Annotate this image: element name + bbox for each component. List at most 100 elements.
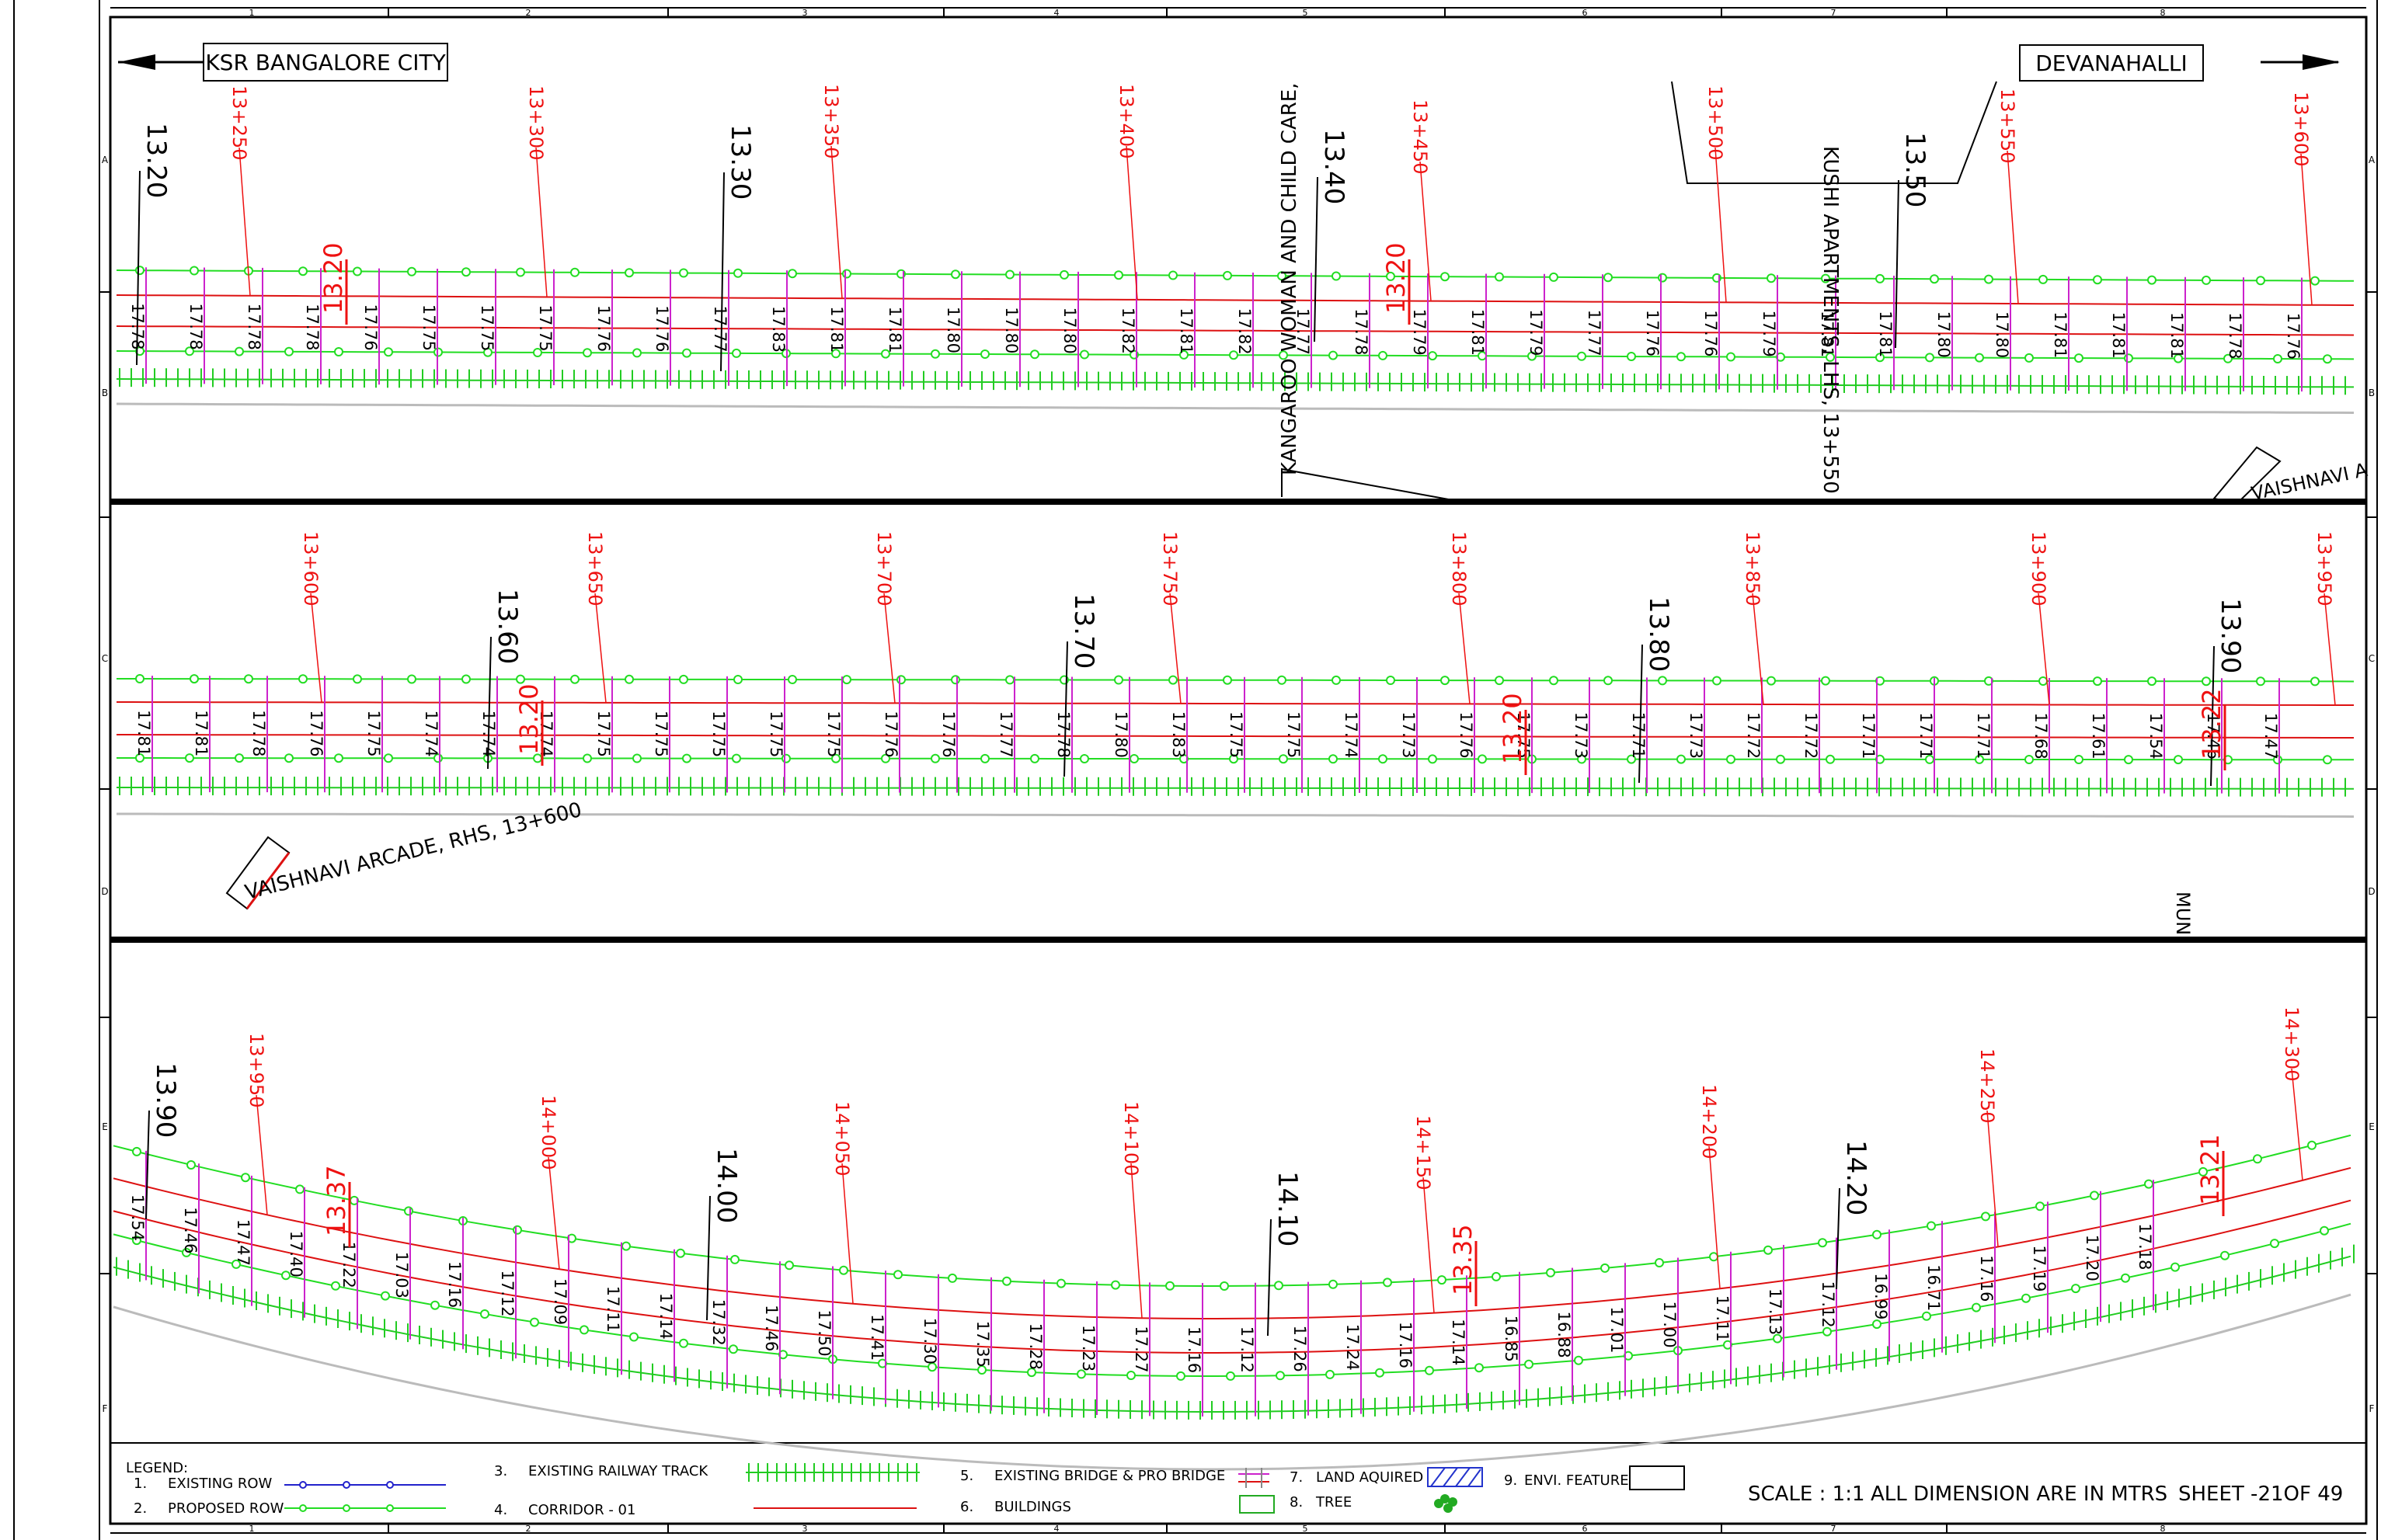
legend-item-4-label: CORRIDOR - 01 bbox=[528, 1502, 635, 1518]
corridor-line bbox=[113, 1199, 2351, 1354]
row-marker bbox=[1111, 1280, 1120, 1290]
elevation-label: 16.88 bbox=[1554, 1312, 1573, 1358]
row-marker bbox=[676, 1248, 685, 1258]
legend-item-7-num: 7. bbox=[1290, 1469, 1303, 1486]
row-marker bbox=[2202, 676, 2211, 687]
row-marker bbox=[1080, 349, 1089, 360]
km-marker-line bbox=[2210, 645, 2215, 787]
direction-left: KSR BANGALORE CITY bbox=[118, 43, 448, 82]
elevation-label: 17.47 bbox=[234, 1219, 252, 1266]
legend-item-1-label: EXISTING ROW bbox=[168, 1476, 273, 1492]
elevation-label: 17.46 bbox=[2204, 713, 2223, 760]
row-marker bbox=[461, 267, 471, 277]
elevation-label: 17.19 bbox=[2030, 1245, 2049, 1291]
elevation-label: 17.46 bbox=[762, 1305, 781, 1351]
chainage-leader bbox=[2007, 150, 2019, 304]
elevation-label: 17.81 bbox=[1818, 311, 1836, 357]
km-marker-label: 13.20 bbox=[141, 123, 172, 198]
row-marker bbox=[298, 674, 308, 684]
row-marker bbox=[2253, 1154, 2262, 1164]
row-marker bbox=[2220, 1250, 2230, 1260]
row-marker bbox=[1229, 754, 1238, 764]
row-marker bbox=[430, 1300, 440, 1310]
row-marker bbox=[284, 753, 294, 763]
row-marker bbox=[1328, 1279, 1338, 1289]
row-marker bbox=[1325, 1369, 1335, 1379]
elevation-label: 17.75 bbox=[652, 711, 670, 757]
feature-label-kangaroo: KANGAROO WOMAN AND CHILD CARE, bbox=[1278, 83, 1301, 476]
row-marker bbox=[842, 269, 851, 279]
grid-row-label: A bbox=[2369, 155, 2376, 165]
grid-column-label: 1 bbox=[249, 8, 255, 18]
elevation-label: 17.74 bbox=[422, 711, 440, 757]
grid-column-label: 6 bbox=[1582, 8, 1588, 18]
row-marker bbox=[1425, 1365, 1434, 1375]
row-marker bbox=[1005, 675, 1015, 685]
grid-column-label: 1 bbox=[249, 1524, 255, 1534]
chainage-label: 14+200 bbox=[1698, 1084, 1720, 1159]
railway-track-line bbox=[113, 1255, 2351, 1413]
elevation-label: 17.72 bbox=[1801, 712, 1820, 759]
row-marker bbox=[135, 753, 144, 763]
elevation-label: 17.75 bbox=[1514, 712, 1533, 759]
row-marker bbox=[1002, 1276, 1011, 1286]
row-marker bbox=[1220, 1281, 1229, 1291]
row-marker bbox=[1527, 351, 1537, 361]
grid-row-label: B bbox=[2369, 388, 2375, 398]
row-marker bbox=[785, 1260, 794, 1271]
grid-row-label: A bbox=[102, 155, 109, 165]
grid-column-label: 3 bbox=[802, 1524, 808, 1534]
row-marker bbox=[729, 1344, 738, 1354]
row-marker bbox=[284, 346, 294, 356]
row-marker bbox=[186, 1160, 196, 1170]
red-level-mark: 13.20 bbox=[514, 683, 544, 755]
row-marker bbox=[570, 674, 580, 684]
legend-item-5-label: EXISTING BRIDGE & PRO BRIDGE bbox=[994, 1468, 1225, 1484]
chainage-label: 13+700 bbox=[873, 531, 895, 606]
elevation-label: 17.78 bbox=[186, 304, 205, 350]
red-level-mark: 13.20 bbox=[1498, 693, 1527, 764]
row-marker bbox=[1495, 272, 1504, 282]
km-marker-line bbox=[720, 172, 725, 372]
scale-label: SCALE : 1:1 bbox=[1748, 1483, 1865, 1506]
chainage-label: 14+300 bbox=[2281, 1006, 2303, 1081]
row-marker bbox=[1378, 754, 1387, 764]
chainage-leader bbox=[1419, 161, 1432, 301]
grid-row-label: D bbox=[101, 886, 108, 897]
legend-item-6-num: 6. bbox=[960, 1499, 973, 1515]
row-marker bbox=[2038, 274, 2048, 284]
row-marker bbox=[1763, 1245, 1773, 1255]
row-marker bbox=[235, 346, 244, 356]
row-marker bbox=[1277, 271, 1286, 281]
red-level-mark: 13.35 bbox=[1448, 1224, 1478, 1295]
elevation-label: 17.28 bbox=[1026, 1323, 1045, 1370]
km-marker-label: 14.20 bbox=[1840, 1140, 1871, 1215]
row-marker bbox=[1627, 754, 1636, 764]
row-marker bbox=[533, 348, 542, 357]
row-marker bbox=[2270, 1239, 2279, 1249]
row-marker bbox=[893, 1270, 903, 1280]
km-marker-line bbox=[487, 636, 492, 770]
row-marker bbox=[1658, 676, 1667, 686]
grid-column-label: 4 bbox=[1054, 8, 1060, 18]
row-marker bbox=[516, 674, 525, 684]
elevation-label: 17.54 bbox=[2146, 713, 2165, 760]
row-marker bbox=[190, 674, 199, 684]
row-marker bbox=[331, 1281, 340, 1291]
elevation-label: 17.80 bbox=[1002, 307, 1021, 353]
elevation-label: 17.76 bbox=[1701, 310, 1720, 356]
elevation-label: 17.76 bbox=[361, 304, 380, 351]
corridor-line bbox=[116, 294, 2355, 306]
chainage-leader bbox=[238, 147, 251, 296]
row-marker bbox=[1165, 1281, 1175, 1291]
elevation-label: 17.30 bbox=[921, 1318, 939, 1364]
feature-label-mun: MUN bbox=[2172, 892, 2194, 935]
elevation-label: 17.00 bbox=[1660, 1302, 1679, 1348]
row-marker bbox=[135, 266, 144, 276]
elevation-label: 17.82 bbox=[1119, 308, 1137, 354]
grid-row-label: C bbox=[102, 653, 108, 664]
row-marker bbox=[1875, 273, 1885, 283]
row-marker bbox=[182, 1247, 191, 1257]
